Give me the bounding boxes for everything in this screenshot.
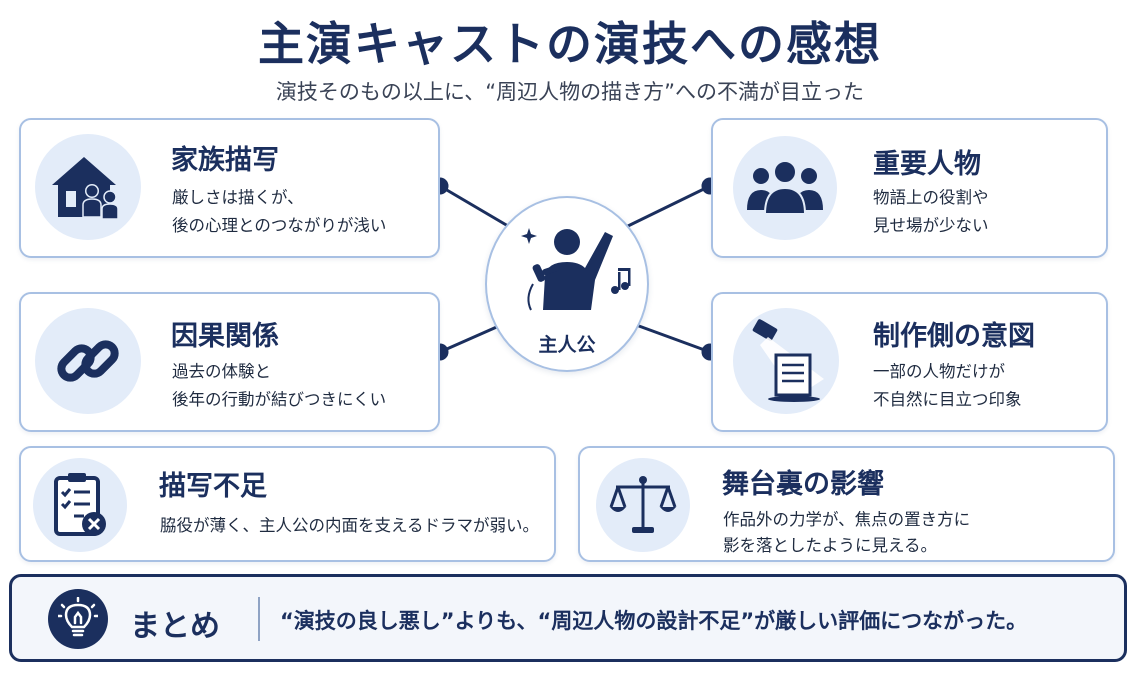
card-backstage-line1: 作品外の力学が、焦点の置き方に	[723, 510, 971, 529]
card-backstage-line2: 影を落としたように見える。	[723, 536, 938, 555]
connector-important	[627, 184, 711, 228]
card-intent-title: 制作側の意図	[873, 321, 1035, 352]
spotlight-script-icon	[733, 308, 839, 414]
card-family-line1: 厳しさは描くが、	[172, 188, 304, 207]
family-house-icon	[35, 134, 141, 240]
connector-intent	[627, 320, 711, 354]
card-family-line2: 後の心理とのつながりが浅い	[172, 216, 387, 235]
card-lack-title: 描写不足	[159, 471, 267, 502]
card-causal: 因果関係 過去の体験と 後年の行動が結びつきにくい	[19, 292, 440, 432]
card-important-title: 重要人物	[873, 149, 981, 180]
page-subtitle: 演技そのもの以上に、“周辺人物の描き方”への不満が目立った	[275, 80, 865, 104]
card-causal-line1: 過去の体験と	[172, 362, 271, 381]
page-title: 主演キャストの演技への感想	[258, 17, 882, 71]
card-important-line1: 物語上の役割や	[873, 188, 989, 207]
card-family: 家族描写 厳しさは描くが、 後の心理とのつながりが浅い	[19, 118, 440, 258]
card-lack-line1: 脇役が薄く、主人公の内面を支えるドラマが弱い。	[160, 516, 540, 535]
card-causal-title: 因果関係	[171, 321, 279, 352]
summary-text: “演技の良し悪し”よりも、“周辺人物の設計不足”が厳しい評価につながった。	[280, 609, 1028, 633]
center-label: 主人公	[538, 334, 596, 356]
card-lack: 描写不足 脇役が薄く、主人公の内面を支えるドラマが弱い。	[19, 446, 556, 562]
card-backstage-title: 舞台裏の影響	[722, 469, 884, 500]
summary-divider	[258, 597, 260, 641]
card-causal-line2: 後年の行動が結びつきにくい	[172, 390, 387, 409]
card-intent: 制作側の意図 一部の人物だけが 不自然に目立つ印象	[711, 292, 1108, 432]
summary-label: まとめ	[130, 609, 220, 644]
card-intent-line2: 不自然に目立つ印象	[873, 390, 1022, 409]
card-backstage: 舞台裏の影響 作品外の力学が、焦点の置き方に 影を落としたように見える。	[578, 446, 1115, 562]
card-intent-line1: 一部の人物だけが	[873, 362, 1005, 381]
card-important-line2: 見せ場が少ない	[873, 216, 989, 235]
card-family-title: 家族描写	[171, 145, 279, 176]
lightbulb-icon	[48, 589, 108, 649]
summary-bar: まとめ “演技の良し悪し”よりも、“周辺人物の設計不足”が厳しい評価につながった…	[9, 574, 1127, 662]
group-icon	[733, 136, 837, 240]
center-node: 主人公	[485, 196, 649, 372]
chain-link-icon	[35, 308, 141, 414]
card-important: 重要人物 物語上の役割や 見せ場が少ない	[711, 118, 1108, 258]
checklist-icon	[33, 458, 127, 552]
singer-icon	[521, 228, 631, 311]
connector-family	[439, 184, 509, 228]
scale-icon	[596, 458, 690, 552]
